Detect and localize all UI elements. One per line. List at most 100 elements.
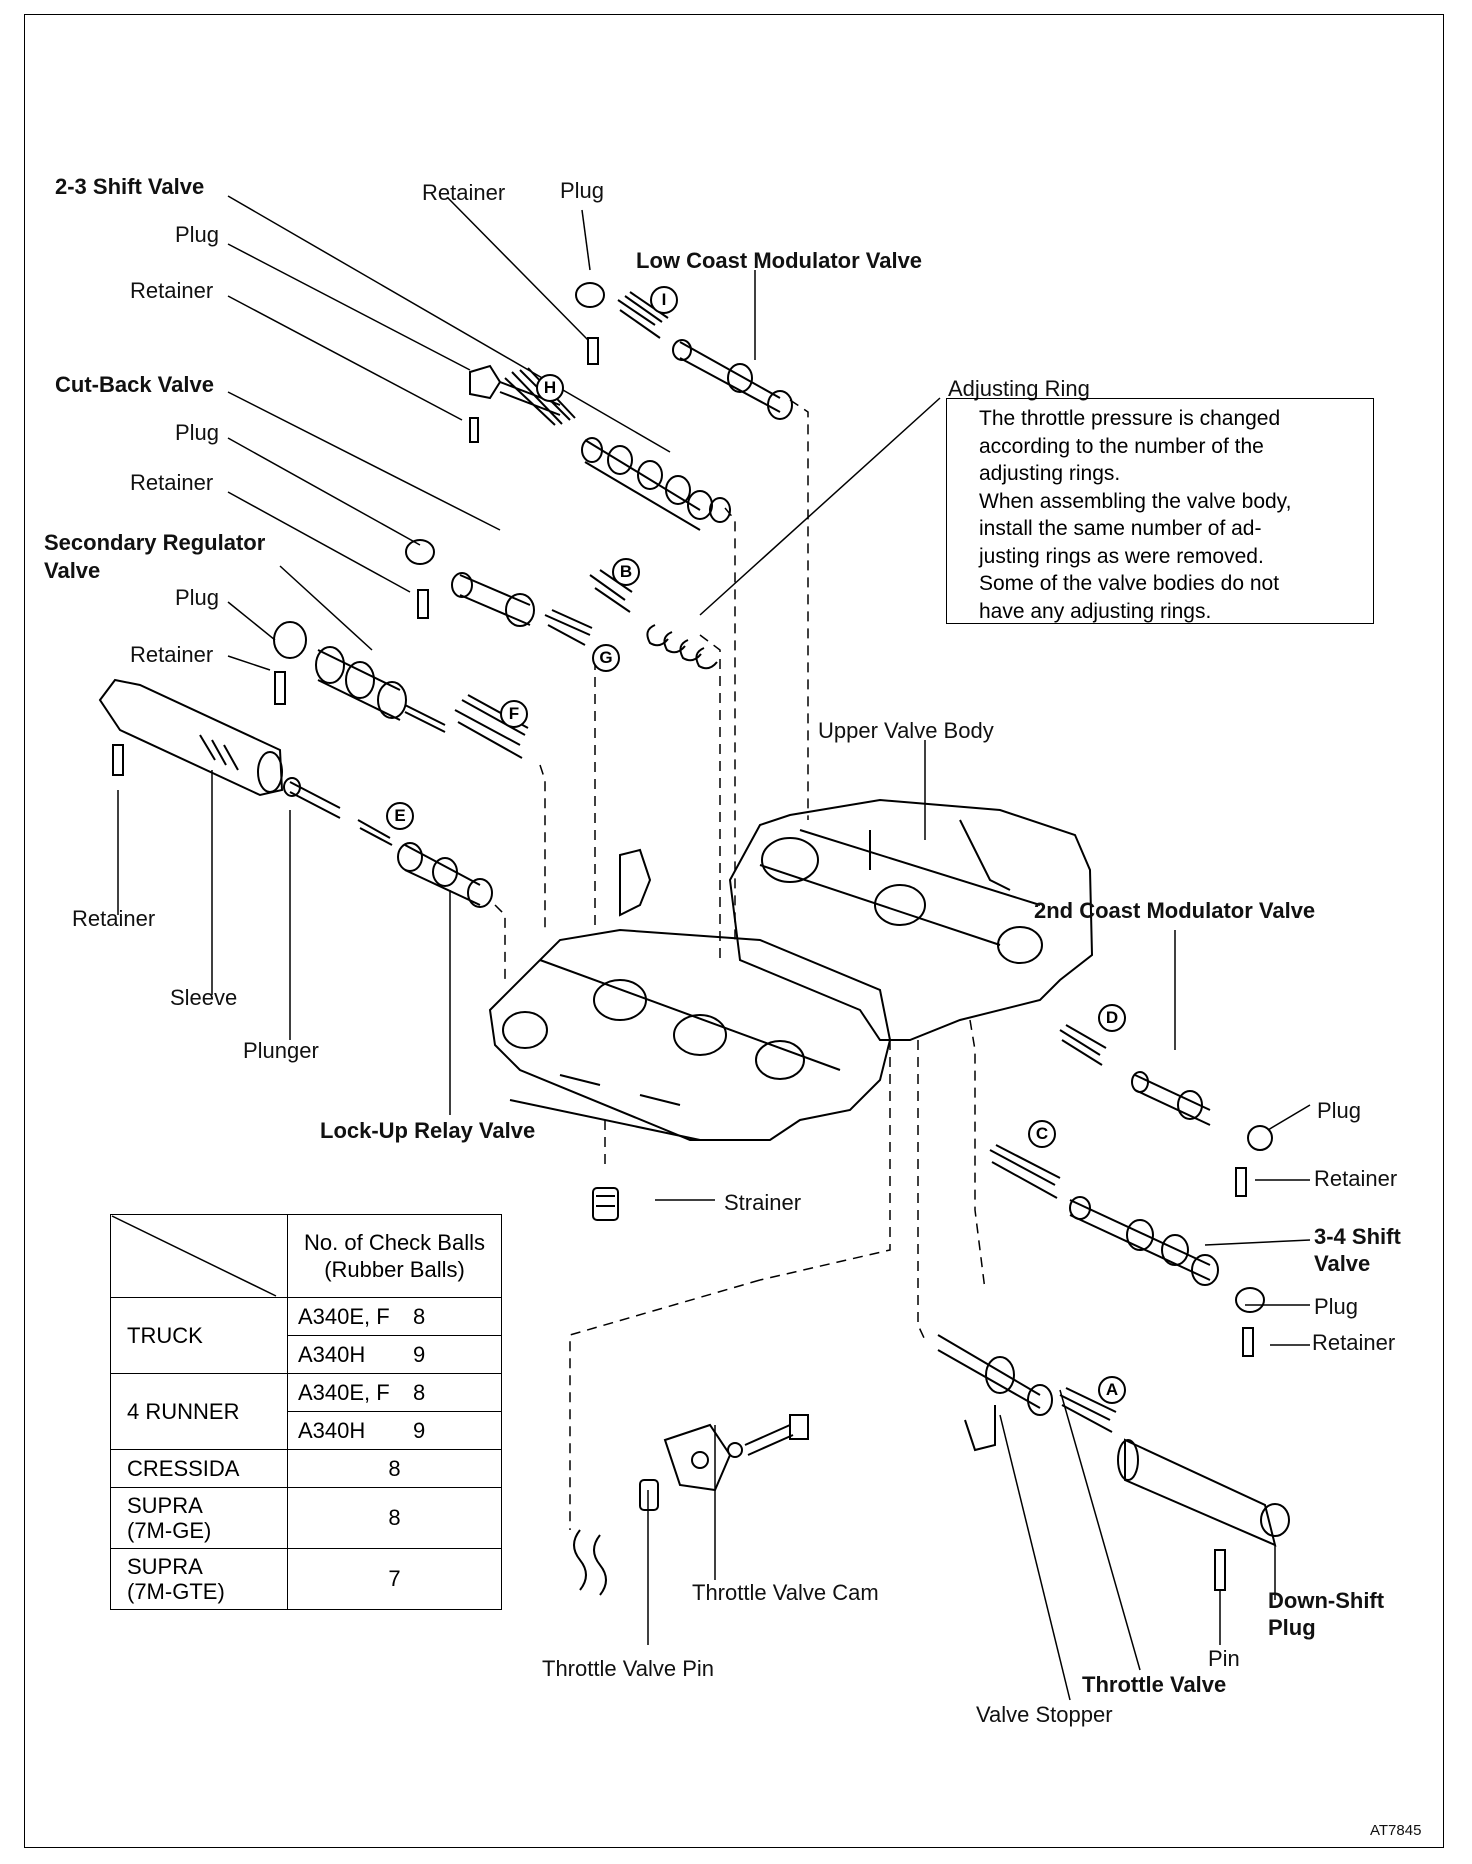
label-strainer: Strainer (724, 1190, 802, 1215)
spring-callout-f: F (500, 700, 528, 728)
model-cell: A340E, F (287, 1373, 403, 1412)
count-cell: 7 (287, 1548, 502, 1610)
throttle-valve-assembly (573, 1334, 1290, 1596)
lock-up-relay-parts (98, 678, 493, 908)
label-plug-3: Plug (175, 585, 220, 610)
label-throttle-valve-pin: Throttle Valve Pin (542, 1656, 715, 1681)
header-line-1: No. of Check Balls (304, 1230, 485, 1255)
spring-callout-e: E (386, 802, 414, 830)
label-upper-valve-body: Upper Valve Body (818, 718, 994, 743)
label-pin: Pin (1208, 1646, 1240, 1671)
adjusting-ring-note: The throttle pressure is changed accordi… (946, 398, 1374, 624)
spring-callout-c: C (1028, 1120, 1056, 1148)
note-line: The throttle pressure is changed (979, 407, 1281, 430)
label-down-shift-plug-1: Down-Shift (1268, 1588, 1385, 1613)
label-down-shift-plug-2: Plug (1268, 1615, 1316, 1640)
spring-callout-a: A (1098, 1376, 1126, 1404)
label-retainer-top: Retainer (422, 180, 506, 205)
assembly-dashes (494, 399, 986, 1530)
table-row: SUPRA (7M-GTE) 7 (110, 1548, 502, 1610)
spring-callout-h: H (536, 374, 564, 402)
note-line: When assembling the valve body, (979, 489, 1292, 513)
adjusting-rings (646, 624, 718, 670)
spring-callout-g: G (592, 644, 620, 672)
model-cell: A340H (287, 1335, 403, 1374)
note-line: install the same number of ad- (979, 517, 1262, 540)
table-header-cell: No. of Check Balls (Rubber Balls) (287, 1214, 502, 1298)
table-corner-cell (110, 1214, 288, 1298)
header-line-2: (Rubber Balls) (324, 1257, 465, 1282)
label-retainer-right-2: Retainer (1312, 1330, 1396, 1355)
count-cell: 8 (287, 1487, 502, 1549)
label-retainer-2: Retainer (130, 470, 214, 495)
table-header-row: No. of Check Balls (Rubber Balls) (110, 1214, 502, 1298)
vehicle-cell: SUPRA (7M-GTE) (110, 1548, 288, 1610)
label-2-3-shift-valve: 2-3 Shift Valve (55, 174, 205, 199)
upper-valve-body (728, 798, 1094, 1041)
table-row: TRUCK A340E, F 8 (110, 1297, 502, 1374)
vehicle-line-2: (7M-GTE) (127, 1579, 225, 1604)
cut-back-valve-parts (405, 539, 633, 646)
check-balls-table: No. of Check Balls (Rubber Balls) TRUCK … (110, 1214, 502, 1610)
label-sleeve: Sleeve (170, 985, 238, 1010)
vehicle-cell: SUPRA (7M-GE) (110, 1487, 288, 1549)
vehicle-cell: CRESSIDA (110, 1449, 288, 1488)
label-retainer-right-1: Retainer (1314, 1166, 1398, 1191)
right-side-valves (989, 1024, 1273, 1357)
table-row: 4 RUNNER A340E, F 8 (110, 1373, 502, 1450)
low-coast-modulator-parts (575, 282, 793, 420)
vehicle-cell: TRUCK (110, 1297, 288, 1374)
secondary-regulator-parts (273, 621, 529, 759)
label-adjusting-ring: Adjusting Ring (948, 376, 1090, 401)
lower-valve-body (488, 848, 892, 1141)
label-retainer-4: Retainer (72, 906, 156, 931)
label-2nd-coast-modulator-valve: 2nd Coast Modulator Valve (1034, 898, 1316, 923)
label-plug-top: Plug (560, 178, 605, 203)
count-cell: 8 (287, 1449, 502, 1488)
note-line: Some of the valve bodies do not (979, 572, 1280, 595)
note-line: justing rings as were removed. (979, 544, 1264, 568)
label-retainer-3: Retainer (130, 642, 214, 667)
spring-callout-d: D (1098, 1004, 1126, 1032)
count-cell: 9 (403, 1411, 502, 1450)
table-row: SUPRA (7M-GE) 8 (110, 1487, 502, 1549)
vehicle-line-1: SUPRA (127, 1554, 203, 1579)
count-cell: 8 (403, 1297, 502, 1336)
label-plug-2: Plug (175, 420, 220, 445)
label-low-coast-modulator-valve: Low Coast Modulator Valve (636, 248, 923, 273)
figure-frame (24, 14, 1444, 1848)
model-cell: A340E, F (287, 1297, 403, 1336)
spring-callout-i: I (650, 286, 678, 314)
label-valve-stopper: Valve Stopper (976, 1702, 1113, 1727)
vehicle-line-1: SUPRA (127, 1493, 203, 1518)
table-row: CRESSIDA 8 (110, 1449, 502, 1488)
note-line: have any adjusting rings. (979, 599, 1212, 623)
vehicle-line-2: (7M-GE) (127, 1518, 212, 1543)
label-throttle-valve: Throttle Valve (1082, 1672, 1227, 1697)
label-3-4-shift-valve-2: Valve (1314, 1251, 1371, 1276)
label-secondary-regulator-valve-2: Valve (44, 558, 101, 583)
label-plunger: Plunger (243, 1038, 319, 1063)
table-row: A340H 9 (111, 1335, 502, 1374)
spring-callout-b: B (612, 558, 640, 586)
count-cell: 9 (403, 1335, 502, 1374)
count-cell: 8 (403, 1373, 502, 1412)
note-line: according to the number of the (979, 434, 1264, 458)
label-cut-back-valve: Cut-Back Valve (55, 372, 214, 397)
leader-lines (117, 195, 1311, 1701)
strainer-part (592, 1187, 619, 1221)
label-3-4-shift-valve-1: 3-4 Shift (1314, 1224, 1401, 1249)
label-throttle-valve-cam: Throttle Valve Cam (692, 1580, 879, 1605)
shift-valve-23-parts (469, 364, 731, 531)
note-line: adjusting rings. (979, 462, 1121, 485)
label-secondary-regulator-valve-1: Secondary Regulator (44, 530, 266, 555)
label-plug-1: Plug (175, 222, 220, 247)
figure-code: AT7845 (1370, 1822, 1422, 1839)
label-lock-up-relay-valve: Lock-Up Relay Valve (320, 1118, 536, 1143)
vehicle-cell: 4 RUNNER (110, 1373, 288, 1450)
label-retainer-1: Retainer (130, 278, 214, 303)
model-cell: A340H (287, 1411, 403, 1450)
label-plug-right-2: Plug (1314, 1294, 1359, 1319)
